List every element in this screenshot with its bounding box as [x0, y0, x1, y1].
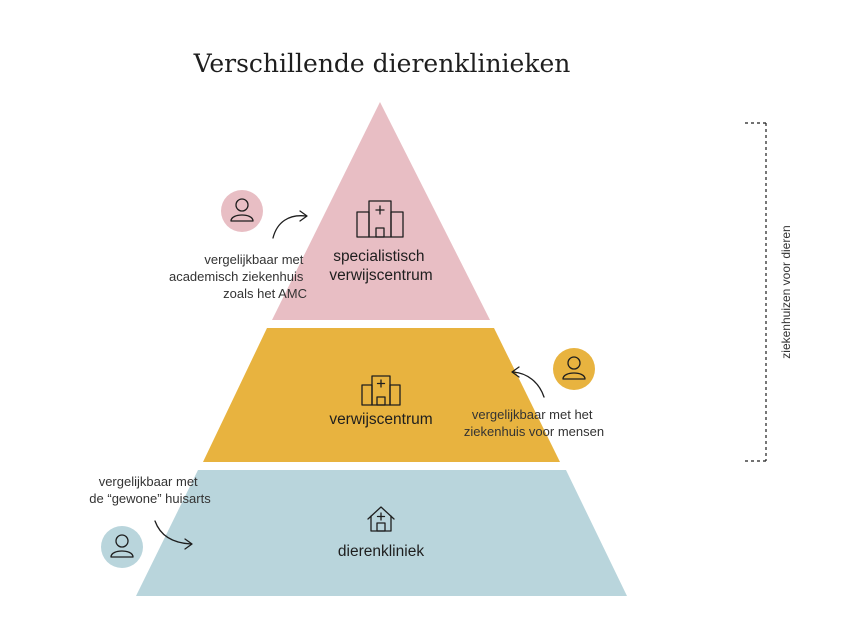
- bracket-label: ziekenhuizen voor dieren: [779, 225, 793, 358]
- person-icon: [101, 526, 143, 568]
- note-top: vergelijkbaar met academisch ziekenhuis …: [169, 252, 307, 301]
- diagram-title: Verschillende dierenklinieken: [193, 49, 571, 78]
- house-cross-icon: [367, 506, 395, 532]
- tier-bottom: [136, 470, 627, 596]
- curved-arrow-icon: [272, 210, 308, 239]
- tier-bottom-label: dierenkliniek: [338, 543, 424, 560]
- tier-top-label: specialistisch verwijscentrum: [329, 248, 432, 284]
- tier-middle: [203, 328, 560, 462]
- note-middle: vergelijkbaar met het ziekenhuis voor me…: [464, 407, 604, 439]
- tier-middle-label: verwijscentrum: [329, 411, 432, 428]
- bracket: [745, 122, 767, 462]
- curved-arrow-icon: [154, 520, 193, 550]
- person-icon: [553, 348, 595, 390]
- note-bottom: vergelijkbaar met de “gewone” huisarts: [89, 474, 211, 506]
- person-icon: [221, 190, 263, 232]
- clinic-icon: [361, 375, 401, 406]
- tier-top: [272, 102, 490, 320]
- curved-arrow-icon: [511, 366, 545, 398]
- hospital-icon: [356, 200, 404, 238]
